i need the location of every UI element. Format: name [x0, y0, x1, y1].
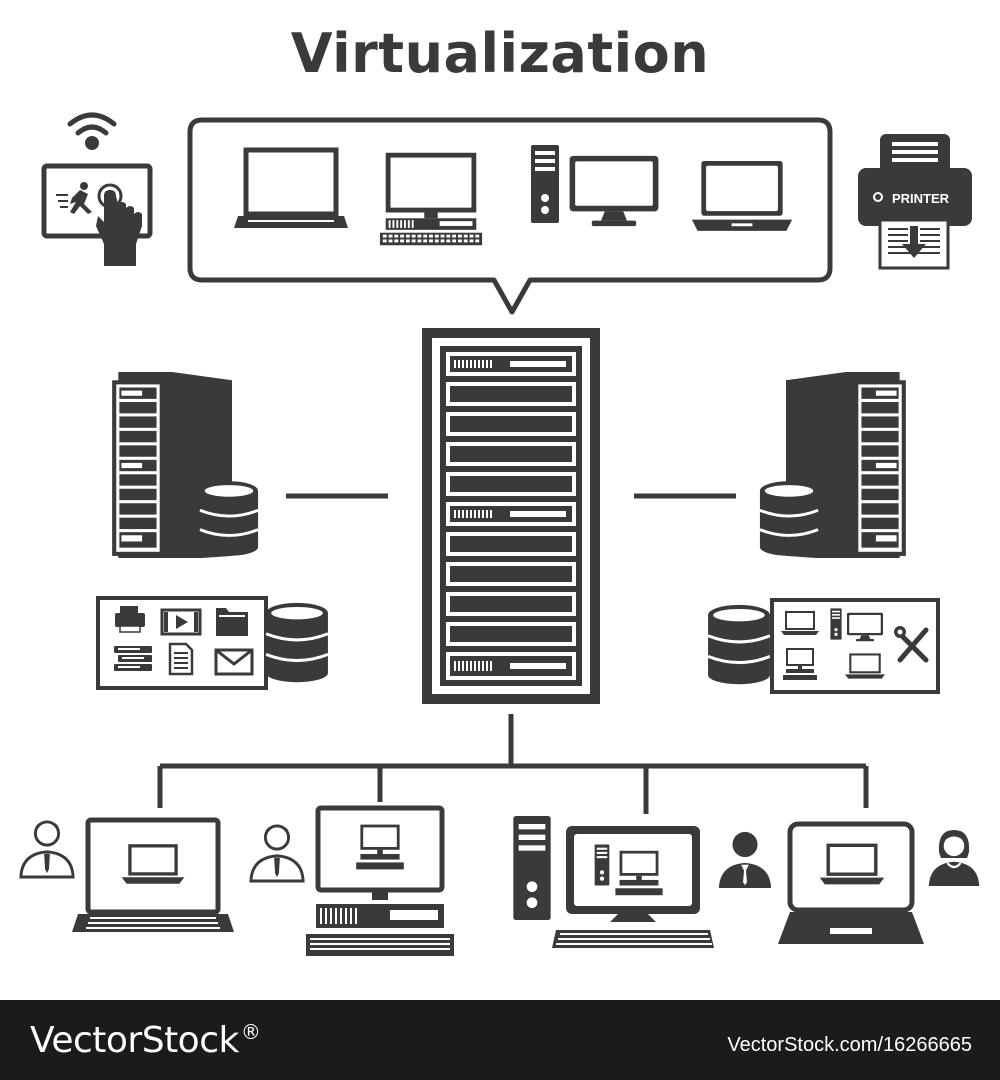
printer-icon: PRINTER [858, 134, 972, 270]
callout-laptop-plain-icon [691, 160, 793, 231]
client-desktop-1 [306, 805, 454, 956]
diagram-title: Virtualization [290, 22, 710, 85]
client-tower-icon [513, 816, 551, 920]
panel-desktop-icon [783, 648, 817, 680]
panel-document-icon [168, 642, 194, 676]
panel-folder-icon [216, 608, 248, 636]
tools-icon [894, 626, 929, 663]
right-devices-panel [770, 598, 940, 694]
panel-tower-icon [830, 608, 842, 640]
central-server-rack [422, 328, 600, 704]
panel-laptop-small-icon [845, 653, 885, 679]
right-database-icon [758, 479, 820, 558]
panel-books-icon [114, 646, 152, 671]
user-2-icon [249, 823, 305, 883]
panel-printer-icon [115, 606, 145, 633]
left-services-panel [96, 596, 268, 690]
user-4-icon [928, 830, 980, 886]
brand-name: VectorStock [30, 1020, 239, 1061]
wifi-icon [67, 112, 117, 150]
user-3-icon [718, 831, 772, 888]
panel-video-icon [160, 608, 202, 636]
footer-url: VectorStock.com/16266665 [727, 1034, 972, 1056]
touchscreen-hand-icon [41, 163, 153, 266]
callout-laptop-icon [234, 147, 348, 228]
virtual-devices-callout [187, 117, 833, 315]
diagram-canvas: PRINTER [19, 112, 980, 956]
client-laptop-2 [778, 821, 924, 944]
printer-label: PRINTER [892, 191, 950, 206]
client-monitor-1 [552, 826, 714, 948]
right-panel-database-icon [706, 602, 772, 687]
left-database-icon [198, 479, 260, 558]
client-laptop-1 [72, 817, 234, 932]
connector-lines [157, 493, 869, 814]
panel-laptop-icon [781, 611, 819, 635]
footer-bar: VectorStock® VectorStock.com/16266665 [0, 1000, 1000, 1080]
user-1-icon [19, 819, 75, 879]
brand-logo: VectorStock® [30, 1020, 261, 1061]
brand-mark: ® [240, 1020, 261, 1044]
panel-mail-icon [214, 648, 254, 676]
left-panel-database-icon [264, 600, 330, 685]
